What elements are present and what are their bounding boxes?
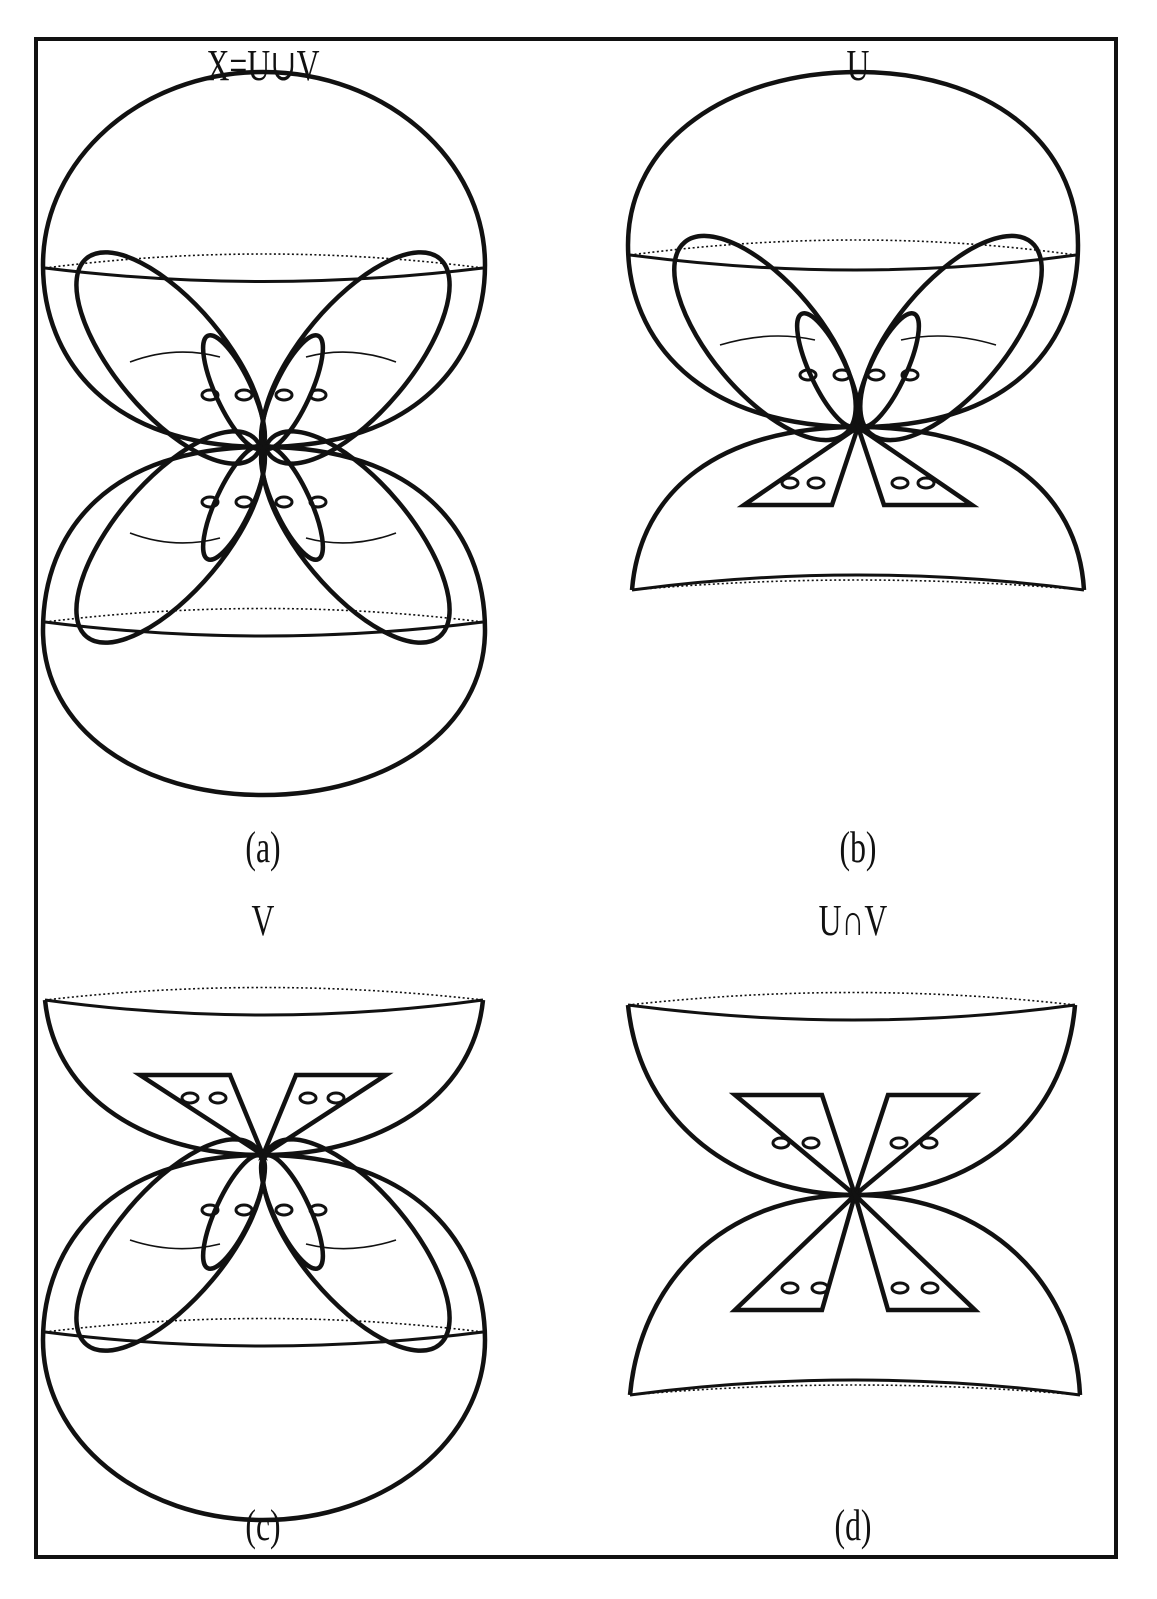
panel-c-drawing (40, 986, 488, 1523)
outer-border (34, 37, 1118, 1559)
panel-a-caption: (a) (245, 823, 281, 872)
panel-d-drawing (625, 991, 1083, 1397)
panel-d-caption: (d) (834, 1501, 872, 1550)
panel-a-drawing (40, 69, 488, 798)
panel-b-caption: (b) (839, 823, 877, 872)
panel-c-title: V (251, 896, 275, 945)
panel-b-title: U (846, 41, 870, 90)
panel-a-title: X=U∪V (206, 41, 320, 90)
panel-b-drawing (625, 69, 1087, 592)
panel-d-title: U∩V (818, 896, 888, 945)
panel-c-caption: (c) (245, 1501, 281, 1550)
